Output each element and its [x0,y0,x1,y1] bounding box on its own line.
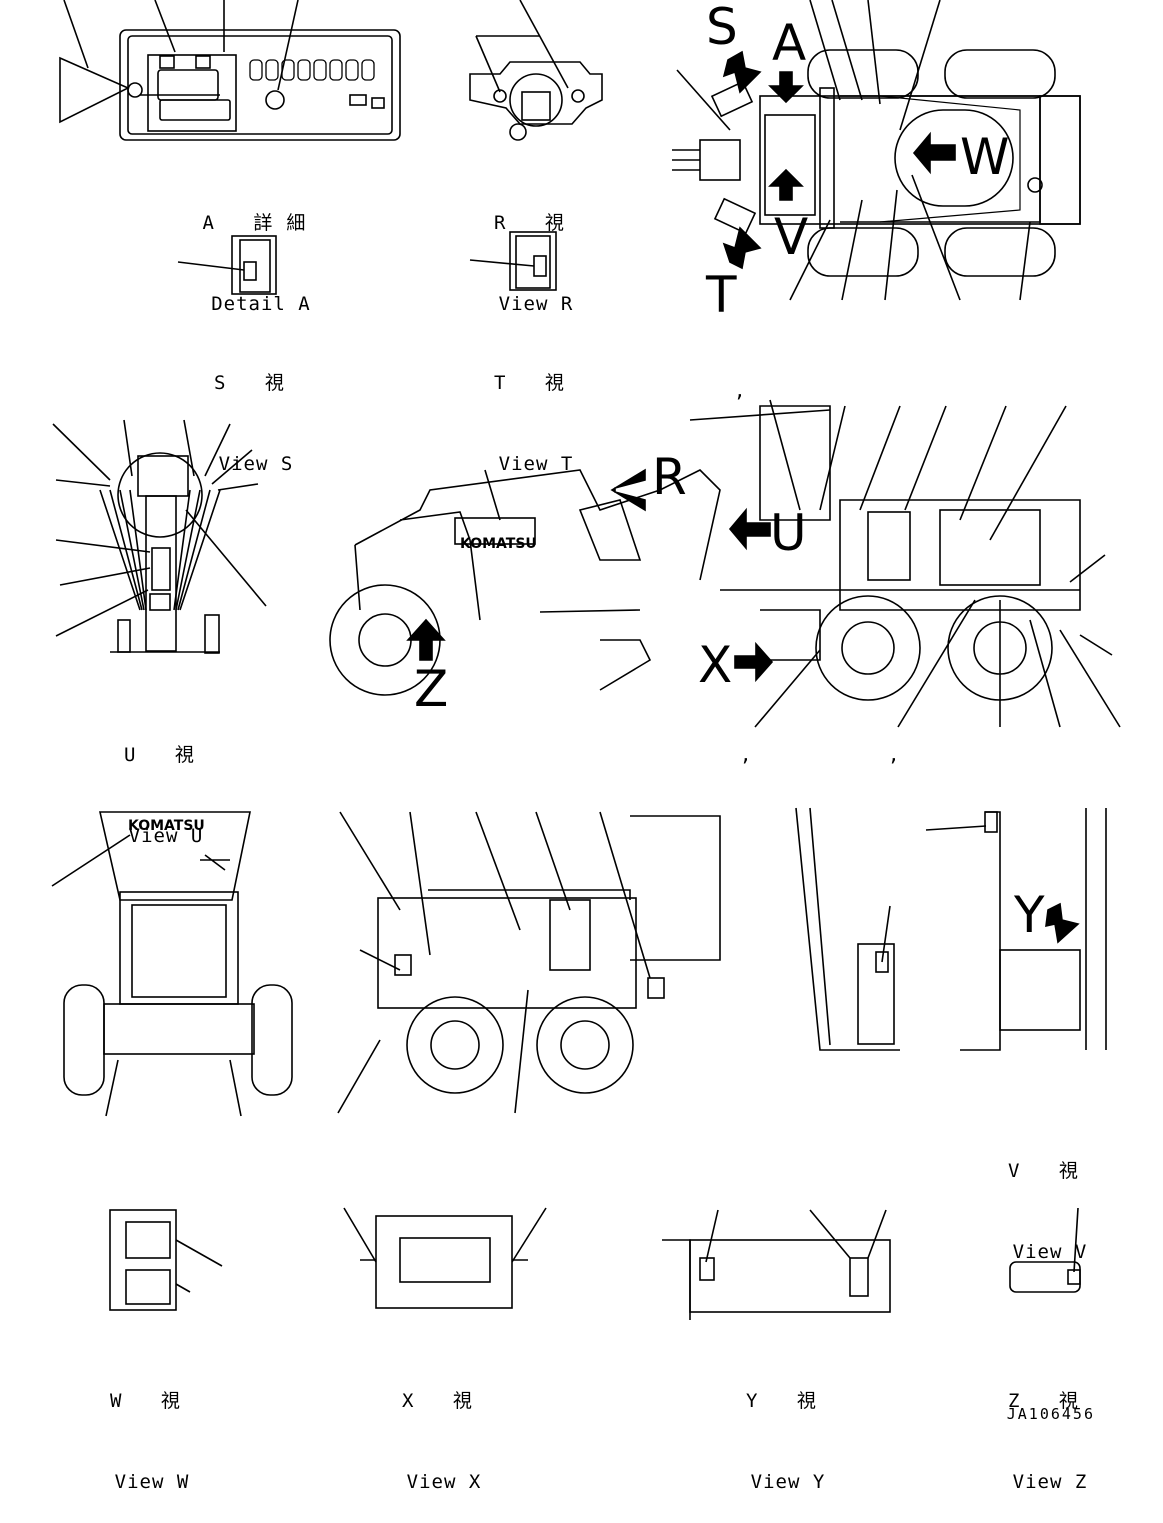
part-number: JA106456 [1006,1405,1095,1423]
detail-a-drawing [59,0,401,141]
caption-view-t: T 視 View T [476,316,596,505]
front-logo: KOMATSU [128,818,205,834]
caption-view-x: X 視 View X [384,1334,504,1523]
arrow-label-v: V [774,208,809,266]
comma-mark-2: , [740,744,753,766]
arrow-label-u: U [770,504,807,562]
view-w-drawing [109,1209,223,1311]
arrow-label-w: W [960,128,1010,186]
view-r-drawing [469,0,603,141]
caption-view-s-ja: S 視 [214,372,298,394]
caption-view-z: Z 視 View Z [990,1334,1110,1523]
caption-view-x-en: View X [406,1471,482,1493]
caption-view-u-ja: U 視 [124,744,208,766]
caption-view-u-en: View U [128,825,204,847]
arrow-label-y: Y [1014,886,1045,944]
caption-view-w-ja: W 視 [110,1390,194,1412]
caption-view-r-en: View R [498,293,574,315]
caption-detail-a-ja: A 詳細 [202,212,320,234]
boom-logo: KOMATSU [460,536,537,552]
arrow-label-z: Z [414,660,449,718]
caption-view-r: R 視 View R [476,156,596,345]
view-y-drawing [662,1209,891,1320]
caption-view-r-ja: R 視 [494,212,578,234]
caption-view-t-en: View T [498,453,574,475]
caption-view-z-ja: Z 視 [1008,1390,1092,1412]
parts-diagram: KOMATSU KOMATSU [51,0,1121,1320]
arrow-label-a: A [772,14,807,72]
caption-view-s-en: View S [218,453,294,475]
caption-view-u: U 視 View U [106,688,226,877]
comma-mark-3: , [888,744,901,766]
caption-view-w-en: View W [114,1471,190,1493]
caption-view-v-ja: V 視 [1008,1160,1092,1182]
caption-view-x-ja: X 視 [402,1390,486,1412]
caption-view-w: W 視 View W [92,1334,212,1523]
arrow-label-x: X [698,636,733,694]
caption-view-z-en: View Z [1012,1471,1088,1493]
view-u-drawing [52,419,267,654]
arrow-label-r: R [652,448,687,506]
caption-view-y-ja: Y 視 [746,1390,830,1412]
caption-detail-a: A 詳細 Detail A [196,156,326,345]
view-z-drawing [1009,1207,1081,1293]
caption-view-v-en: View V [1012,1241,1088,1263]
caption-detail-a-en: Detail A [211,293,311,315]
caption-view-y: Y 視 View Y [728,1334,848,1523]
view-v-drawing [795,807,1107,1051]
caption-view-s: S 視 View S [196,316,316,505]
top-view-drawing [672,0,1081,301]
caption-view-t-ja: T 視 [494,372,578,394]
view-x-side-drawing [337,811,721,1114]
view-x-drawing [343,1207,547,1309]
front-view-drawing: KOMATSU [51,811,293,1117]
comma-mark-1: , [734,380,747,402]
arrow-label-s: S [706,0,738,56]
view-t-drawing [469,231,557,291]
view-s-drawing [177,235,277,295]
side-view-drawing: KOMATSU [329,399,1121,728]
caption-view-v: V 視 View V [990,1104,1110,1293]
arrow-label-t: T [706,266,737,324]
caption-view-y-en: View Y [750,1471,826,1493]
